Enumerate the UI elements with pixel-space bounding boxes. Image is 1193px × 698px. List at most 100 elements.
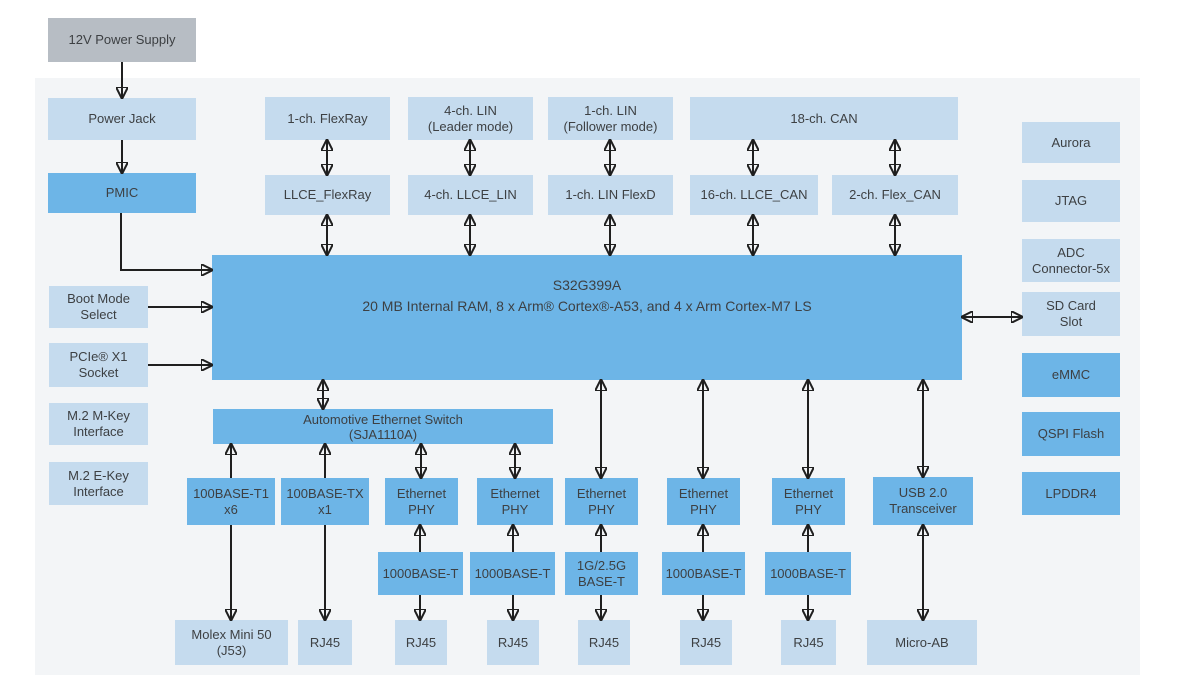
label: 1-ch. FlexRay: [287, 110, 368, 126]
label: M.2 M-Key: [67, 408, 130, 423]
label: Ethernet: [396, 485, 447, 501]
label: (SJA1110A): [348, 426, 418, 442]
label: PHY: [408, 501, 435, 517]
label: 1000BASE-T: [665, 565, 742, 581]
label: 2-ch. Flex_CAN: [849, 187, 941, 202]
label: M.2 E-Key: [68, 467, 129, 483]
label: 1000BASE-T: [474, 565, 551, 581]
node-micro-ab: Micro-AB: [867, 620, 977, 665]
label: Boot Mode: [67, 291, 130, 306]
node-power-jack: Power Jack: [48, 98, 196, 140]
label: PMIC: [105, 185, 139, 200]
node-1000base-t-5: 1000BASE-T: [765, 552, 851, 595]
label: Power Jack: [88, 111, 156, 126]
label: x6: [224, 501, 238, 517]
label: PHY: [690, 501, 717, 517]
label: Ethernet: [783, 485, 834, 501]
label: 1-ch. LIN: [584, 102, 637, 118]
label: RJ45: [497, 634, 529, 650]
label: 12V Power Supply: [68, 32, 176, 47]
label: Select: [80, 307, 117, 322]
node-rj45-1: RJ45: [298, 620, 352, 665]
label: Automotive Ethernet Switch: [303, 411, 463, 427]
label: Ethernet: [576, 485, 627, 501]
label: QSPI Flash: [1037, 426, 1105, 441]
node-emmc: eMMC: [1022, 353, 1120, 397]
node-1ch-flexray: 1-ch. FlexRay: [265, 97, 390, 140]
node-2ch-flex-can: 2-ch. Flex_CAN: [832, 175, 958, 215]
node-4ch-llce-lin: 4-ch. LLCE_LIN: [408, 175, 533, 215]
label: x1: [318, 501, 332, 517]
label: RJ45: [309, 634, 341, 650]
label: 100BASE-T1: [193, 485, 269, 501]
label: PHY: [795, 501, 822, 517]
node-jtag: JTAG: [1022, 180, 1120, 222]
node-llce-flexray: LLCE_FlexRay: [265, 175, 390, 215]
node-18ch-can: 18-ch. CAN: [690, 97, 958, 140]
label: Molex Mini 50: [191, 626, 272, 642]
label: Socket: [78, 365, 119, 380]
label: 4-ch. LIN: [444, 102, 497, 118]
label: Slot: [1059, 314, 1083, 329]
label: S32G399A: [552, 277, 622, 293]
label: 18-ch. CAN: [790, 110, 858, 126]
label: 1-ch. LIN FlexD: [565, 187, 656, 202]
node-lpddr4: LPDDR4: [1022, 472, 1120, 515]
label: eMMC: [1051, 367, 1091, 382]
label: RJ45: [690, 634, 722, 650]
node-1000base-t-1: 1000BASE-T: [378, 552, 463, 595]
node-1000base-t-4: 1000BASE-T: [662, 552, 745, 595]
node-aurora: Aurora: [1022, 122, 1120, 163]
label: PCIe® X1: [69, 349, 128, 364]
node-1ch-lin-flexd: 1-ch. LIN FlexD: [548, 175, 673, 215]
label: JTAG: [1054, 193, 1088, 208]
node-rj45-4: RJ45: [578, 620, 630, 665]
label: USB 2.0: [898, 485, 948, 500]
node-rj45-6: RJ45: [781, 620, 836, 665]
node-qspi-flash: QSPI Flash: [1022, 412, 1120, 456]
label: RJ45: [793, 634, 824, 650]
label: SD Card: [1046, 298, 1096, 313]
label: 100BASE-TX: [286, 485, 364, 501]
label: Interface: [73, 424, 124, 439]
label: RJ45: [588, 634, 620, 650]
label: RJ45: [405, 634, 437, 650]
label: 1000BASE-T: [382, 565, 459, 581]
node-1ch-lin-follower: 1-ch. LIN(Follower mode): [548, 97, 673, 140]
label: 16-ch. LLCE_CAN: [700, 187, 808, 202]
node-rj45-2: RJ45: [395, 620, 447, 665]
label: (Leader mode): [427, 118, 514, 134]
node-rj45-3: RJ45: [487, 620, 539, 665]
label: Micro-AB: [895, 634, 949, 650]
label: Connector-5x: [1031, 260, 1111, 276]
label: Transceiver: [889, 501, 957, 516]
label: 1G/2.5G: [576, 557, 627, 573]
label: ADC: [1057, 244, 1085, 260]
label: LLCE_FlexRay: [283, 187, 372, 202]
label: Interface: [73, 483, 124, 499]
label: Ethernet: [678, 485, 729, 501]
label: (Follower mode): [563, 118, 658, 134]
label: 1000BASE-T: [770, 565, 846, 581]
node-pmic: PMIC: [48, 173, 196, 213]
label: PHY: [501, 501, 529, 517]
label: Ethernet: [490, 485, 540, 501]
label: BASE-T: [578, 573, 625, 589]
label: LPDDR4: [1045, 485, 1097, 501]
node-ethernet-switch: Automotive Ethernet Switch(SJA1110A): [213, 409, 553, 444]
label: PHY: [588, 501, 615, 517]
label: 4-ch. LLCE_LIN: [424, 187, 517, 202]
